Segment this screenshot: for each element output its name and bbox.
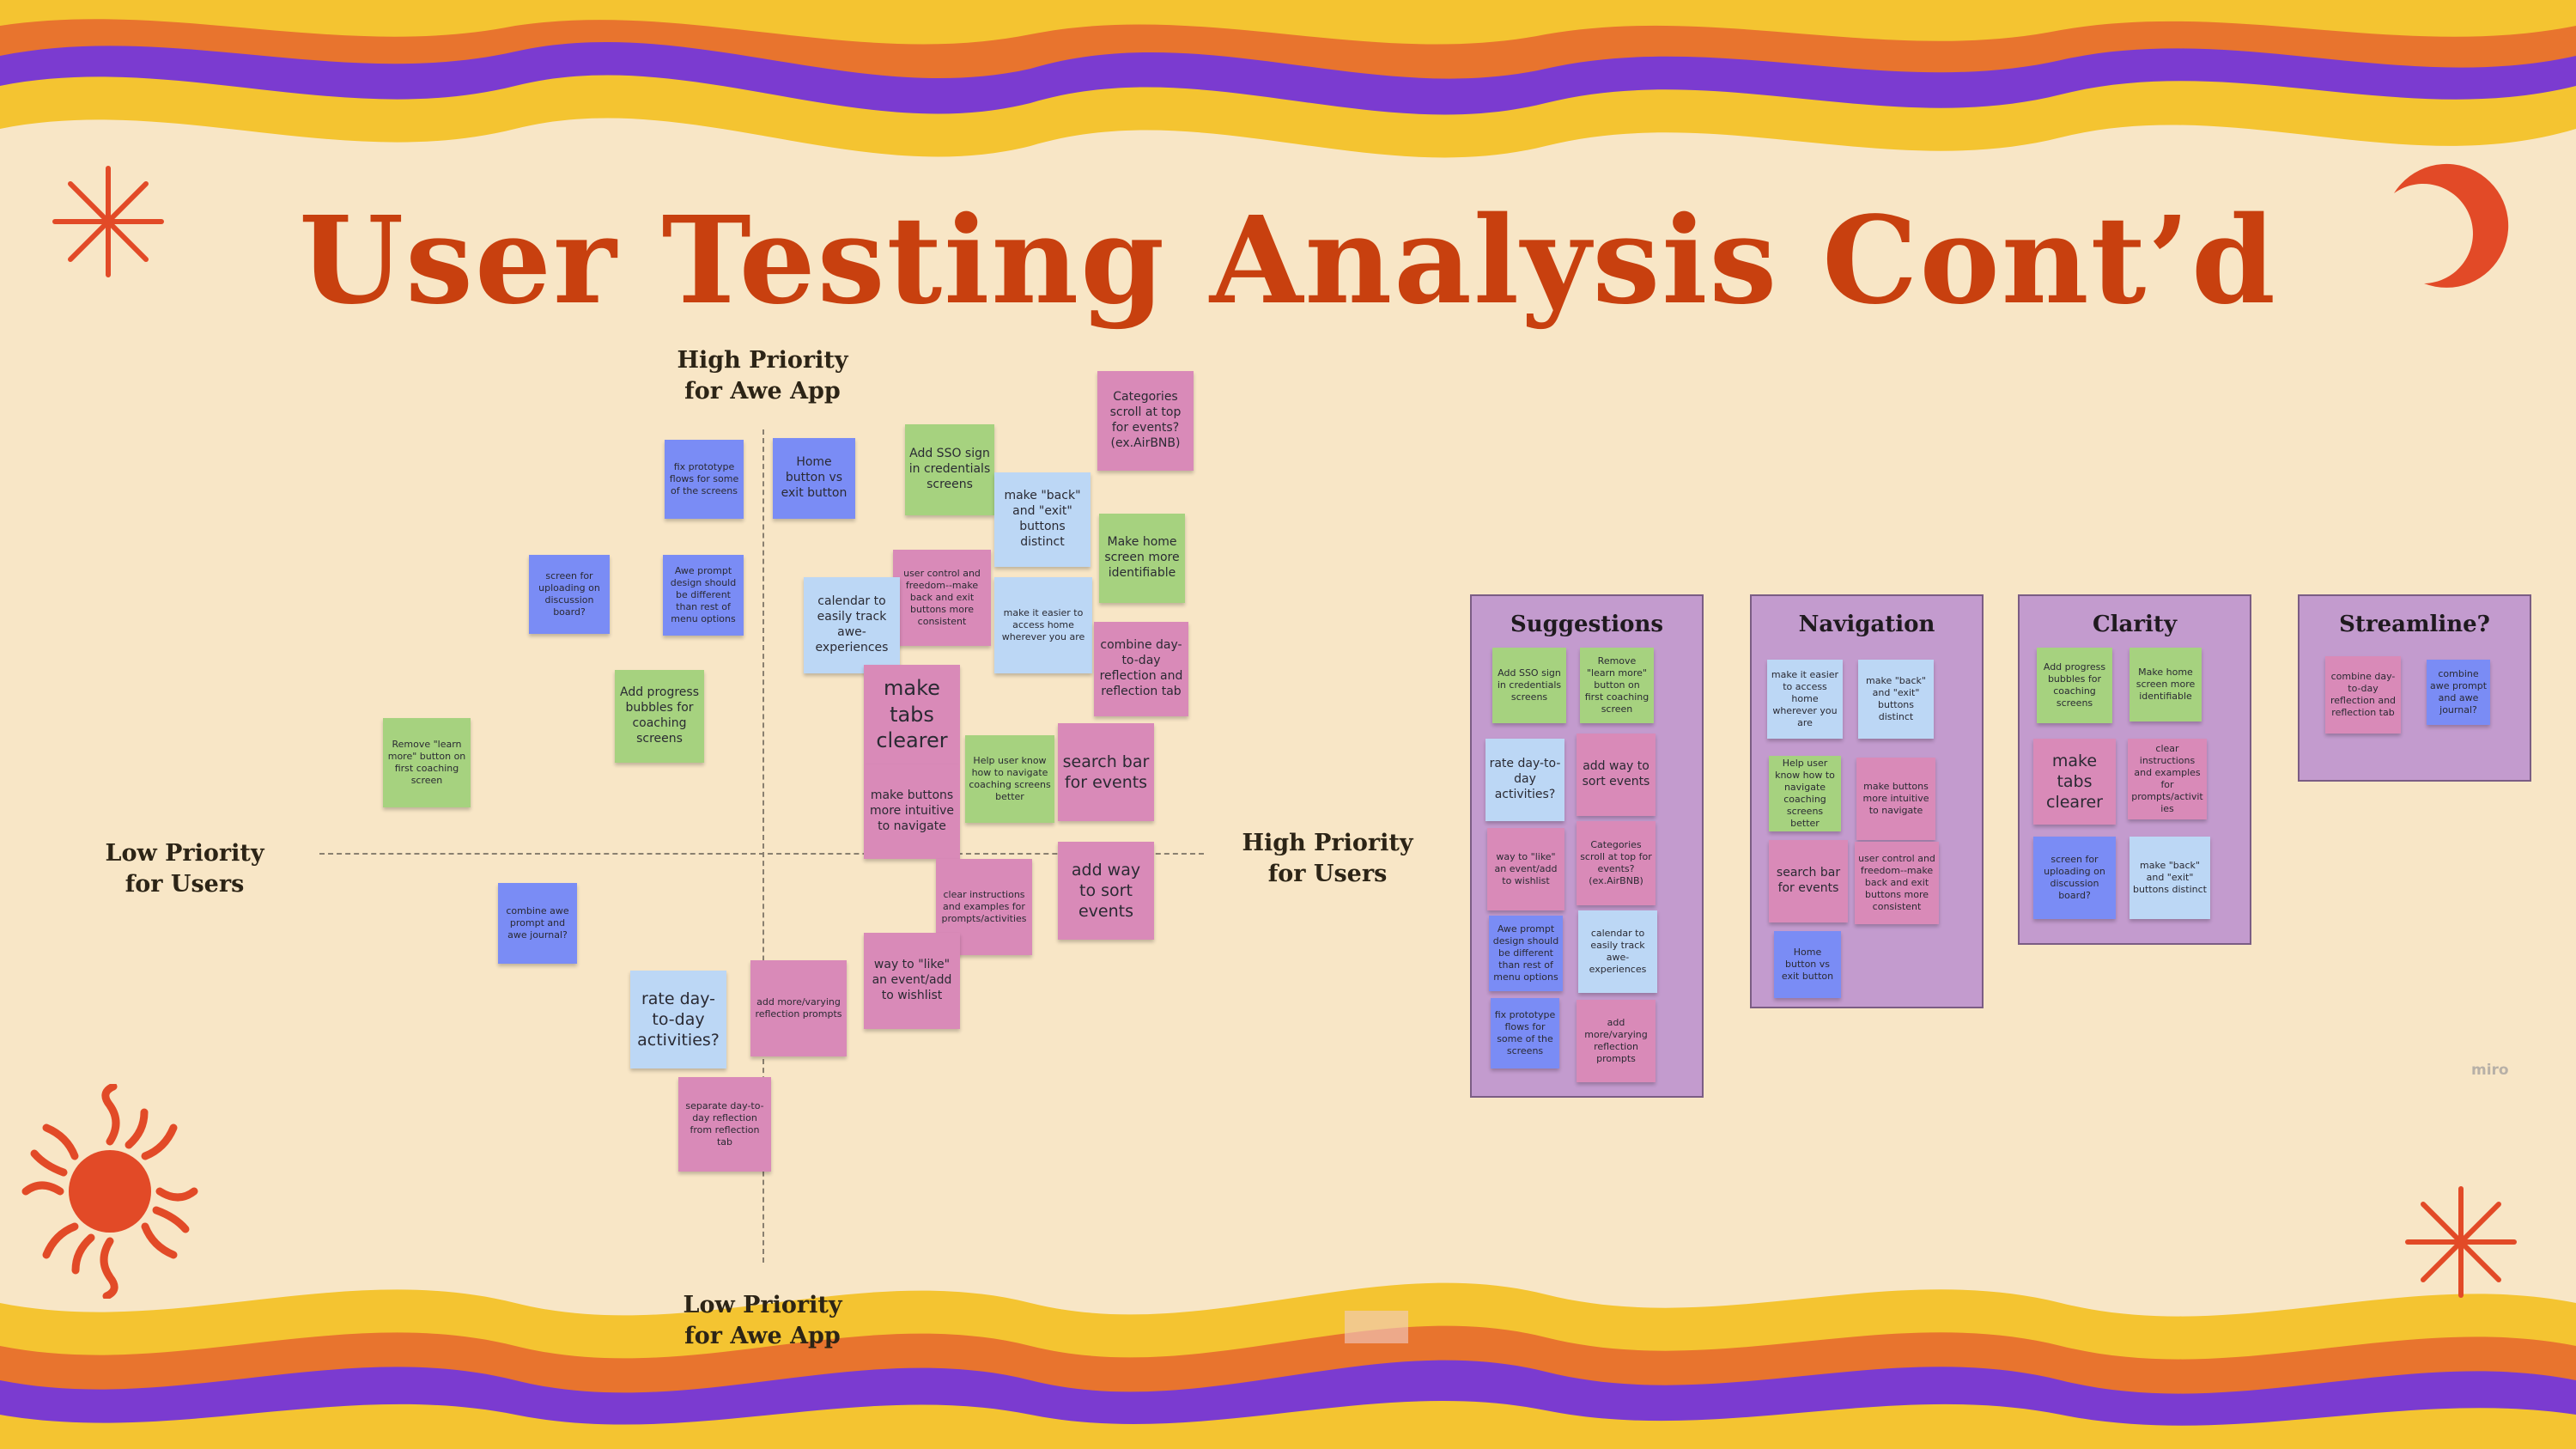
sticky-note[interactable]: make buttons more intuitive to navigate [1856, 758, 1935, 840]
panel-title: Navigation [1798, 612, 1935, 637]
starburst-icon [2405, 1186, 2517, 1298]
sticky-note[interactable]: add more/varying reflection prompts [750, 960, 847, 1056]
sticky-note[interactable]: add more/varying reflection prompts [1577, 1000, 1656, 1082]
starburst-icon [52, 166, 164, 277]
horizontal-axis-line [319, 853, 1204, 855]
sticky-note[interactable]: combine day-to-day reflection and reflec… [1094, 622, 1188, 716]
sticky-note[interactable]: add way to sort events [1058, 842, 1154, 940]
sticky-note[interactable]: Remove "learn more" button on first coac… [1580, 648, 1654, 723]
sticky-note[interactable]: calendar to easily track awe-experiences [1578, 910, 1657, 993]
sticky-note[interactable]: user control and freedom--make back and … [1855, 842, 1939, 924]
sticky-note[interactable]: clear instructions and examples for prom… [2128, 739, 2207, 819]
sticky-note[interactable]: make tabs clearer [2033, 739, 2116, 825]
sticky-note[interactable]: make it easier to access home wherever y… [994, 577, 1092, 673]
sticky-note[interactable]: rate day-to-day activities? [1485, 739, 1564, 821]
page-title: User Testing Analysis Cont’d [299, 191, 2277, 332]
sticky-note[interactable]: Remove "learn more" button on first coac… [383, 718, 471, 807]
miro-watermark: miro [2471, 1062, 2509, 1079]
panel-navigation: Navigation make it easier to access home… [1750, 594, 1984, 1008]
sticky-note[interactable]: Categories scroll at top for events? (ex… [1097, 371, 1194, 471]
sticky-note[interactable]: Awe prompt design should be different th… [1489, 916, 1563, 991]
sticky-note[interactable]: search bar for events [1058, 723, 1154, 821]
sticky-note[interactable]: screen for uploading on discussion board… [2033, 837, 2116, 919]
sticky-note[interactable]: user control and freedom--make back and … [893, 550, 991, 646]
sticky-note[interactable]: Home button vs exit button [1774, 931, 1841, 998]
sticky-note[interactable]: rate day-to-day activities? [630, 971, 726, 1068]
sticky-note[interactable]: make "back" and "exit" buttons distinct [994, 472, 1091, 567]
sticky-note[interactable]: Add progress bubbles for coaching screen… [615, 670, 704, 763]
sun-icon [21, 1084, 198, 1299]
crescent-moon-icon [2394, 163, 2509, 288]
sticky-note[interactable]: add way to sort events [1577, 734, 1656, 816]
panel-title: Streamline? [2339, 612, 2490, 637]
sticky-note[interactable]: combine day-to-day reflection and reflec… [2325, 656, 2401, 734]
sticky-note[interactable]: Help user know how to navigate coaching … [1769, 756, 1841, 831]
sticky-note[interactable]: Add progress bubbles for coaching screen… [2037, 648, 2112, 723]
bottom-wave-decoration [0, 1282, 2576, 1449]
sticky-note[interactable]: separate day-to-day reflection from refl… [678, 1077, 771, 1172]
sticky-note[interactable]: Categories scroll at top for events? (ex… [1577, 821, 1656, 905]
top-wave-decoration [0, 0, 2576, 158]
sticky-note[interactable]: make "back" and "exit" buttons distinct [1858, 660, 1934, 739]
sticky-note[interactable]: make "back" and "exit" buttons distinct [2129, 837, 2210, 919]
sticky-note[interactable]: Add SSO sign in credentials screens [1492, 648, 1566, 723]
sticky-note[interactable]: way to "like" an event/add to wishlist [864, 933, 960, 1029]
sticky-note[interactable]: combine awe prompt and awe journal? [2427, 660, 2490, 725]
panel-title: Suggestions [1510, 612, 1663, 637]
sticky-note[interactable]: fix prototype flows for some of the scre… [1491, 998, 1559, 1068]
vertical-axis-line [762, 429, 764, 1263]
sticky-note[interactable]: Make home screen more identifiable [1099, 514, 1185, 603]
sticky-note[interactable]: Make home screen more identifiable [2129, 648, 2202, 721]
axis-label-right: High Priority for Users [1242, 830, 1413, 888]
sticky-note[interactable]: make tabs clearer [864, 665, 960, 764]
sticky-note[interactable]: combine awe prompt and awe journal? [498, 883, 577, 964]
axis-label-left: Low Priority for Users [105, 840, 264, 898]
footer-badge [1345, 1311, 1408, 1343]
panel-streamline: Streamline? combine day-to-day reflectio… [2298, 594, 2531, 782]
sticky-note[interactable]: search bar for events [1769, 840, 1848, 922]
sticky-note[interactable]: Home button vs exit button [773, 438, 855, 519]
sticky-note[interactable]: calendar to easily track awe-experiences [804, 577, 900, 673]
axis-label-bottom: Low Priority for Awe App [683, 1292, 842, 1350]
sticky-note[interactable]: Awe prompt design should be different th… [663, 555, 744, 636]
sticky-note[interactable]: Add SSO sign in credentials screens [905, 424, 994, 515]
axis-label-top: High Priority for Awe App [677, 347, 848, 405]
sticky-note[interactable]: fix prototype flows for some of the scre… [665, 440, 744, 519]
sticky-note[interactable]: make buttons more intuitive to navigate [864, 764, 960, 859]
panel-suggestions: Suggestions Add SSO sign in credentials … [1470, 594, 1704, 1098]
sticky-note[interactable]: make it easier to access home wherever y… [1767, 660, 1843, 739]
sticky-note[interactable]: way to "like" an event/add to wishlist [1487, 828, 1564, 910]
sticky-note[interactable]: Help user know how to navigate coaching … [965, 735, 1054, 823]
panel-clarity: Clarity Add progress bubbles for coachin… [2018, 594, 2251, 945]
panel-title: Clarity [2092, 612, 2178, 637]
sticky-note[interactable]: screen for uploading on discussion board… [529, 555, 610, 634]
